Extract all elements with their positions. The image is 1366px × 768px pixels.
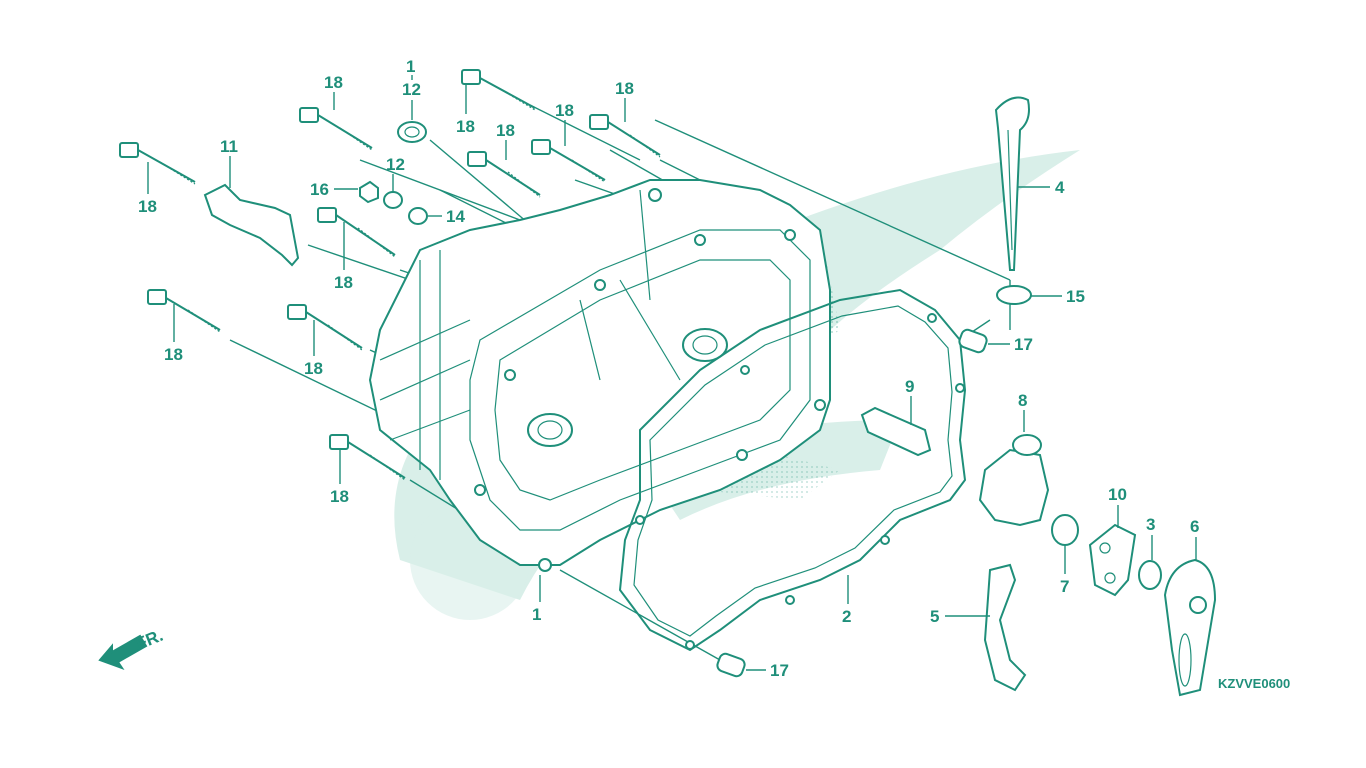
callout-18: 18 bbox=[555, 101, 574, 120]
bolt bbox=[467, 151, 541, 198]
direction-label: FR. bbox=[133, 626, 166, 654]
callout-13: 12 bbox=[402, 80, 421, 99]
callout-18: 18 bbox=[615, 79, 634, 98]
callouts: 1 12 1 2 3 4 5 6 7 8 9 10 11 12 14 15 16… bbox=[133, 57, 1290, 691]
callout-9: 9 bbox=[905, 377, 914, 396]
bolts bbox=[119, 69, 661, 481]
callout-1-bottom: 1 bbox=[532, 605, 541, 624]
bolt bbox=[299, 107, 373, 151]
bolt bbox=[147, 289, 221, 333]
bolt bbox=[589, 114, 661, 158]
gasket bbox=[618, 288, 967, 652]
bolt bbox=[119, 142, 196, 185]
callout-18: 18 bbox=[330, 487, 349, 506]
callout-18: 18 bbox=[138, 197, 157, 216]
callout-18: 18 bbox=[324, 73, 343, 92]
callout-18: 18 bbox=[304, 359, 323, 378]
callout-11: 11 bbox=[220, 137, 238, 156]
crankcase-cover bbox=[368, 179, 831, 572]
bolt bbox=[531, 139, 606, 183]
callout-7: 7 bbox=[1060, 577, 1069, 596]
bolt bbox=[317, 207, 396, 258]
callout-17-bottom: 17 bbox=[770, 661, 789, 680]
callout-18: 18 bbox=[496, 121, 515, 140]
bolt bbox=[461, 69, 536, 111]
callout-1-top: 1 bbox=[406, 57, 415, 76]
callout-3: 3 bbox=[1146, 515, 1155, 534]
callout-15: 15 bbox=[1066, 287, 1085, 306]
callout-10: 10 bbox=[1108, 485, 1127, 504]
callout-5: 5 bbox=[930, 607, 939, 626]
bolt bbox=[287, 304, 363, 351]
callout-16: 16 bbox=[310, 180, 329, 199]
callout-18: 18 bbox=[334, 273, 353, 292]
callout-6: 6 bbox=[1190, 517, 1199, 536]
callout-14: 14 bbox=[446, 207, 465, 226]
callout-8: 8 bbox=[1018, 391, 1027, 410]
callout-2: 2 bbox=[842, 607, 851, 626]
callout-12: 12 bbox=[386, 155, 405, 174]
callout-4: 4 bbox=[1055, 178, 1065, 197]
callout-18: 18 bbox=[456, 117, 475, 136]
small-parts bbox=[98, 96, 1217, 697]
diagram-code: KZVVE0600 bbox=[1218, 676, 1290, 691]
callout-18: 18 bbox=[164, 345, 183, 364]
bolt bbox=[329, 434, 406, 481]
callout-17-top: 17 bbox=[1014, 335, 1033, 354]
